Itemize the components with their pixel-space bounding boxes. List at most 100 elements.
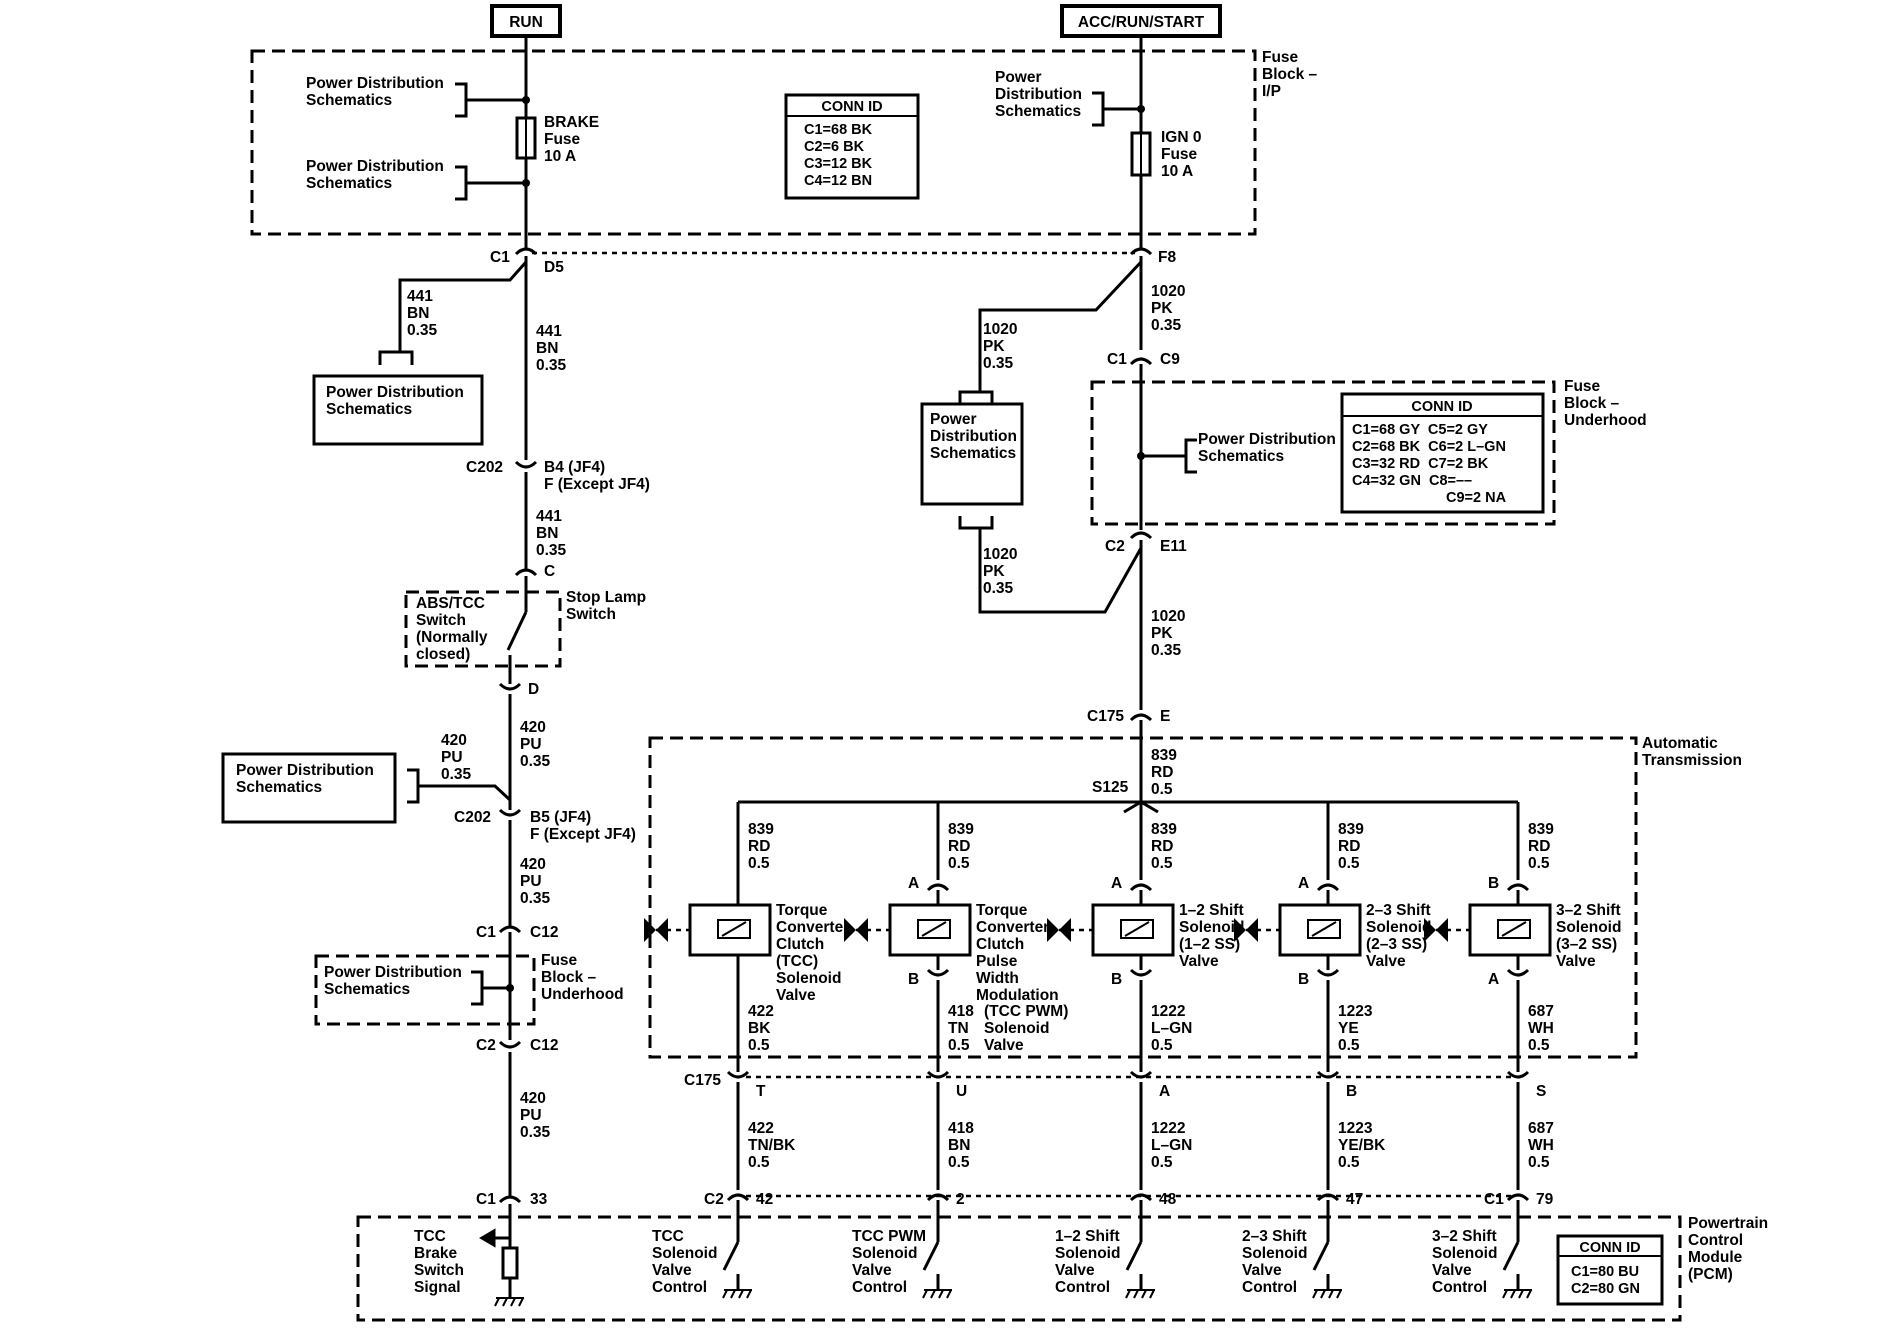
svg-text:C1=80 BU: C1=80 BU bbox=[1571, 1264, 1639, 1280]
solenoid-3-pin-top: A bbox=[1111, 875, 1122, 892]
pds-box-left-2-label: Power Distribution Schematics bbox=[236, 762, 374, 796]
pin-c: C bbox=[544, 563, 555, 580]
svg-text:Valve: Valve bbox=[1179, 953, 1219, 970]
svg-text:1–2 Shift: 1–2 Shift bbox=[1055, 1228, 1120, 1245]
svg-text:2–3 Shift: 2–3 Shift bbox=[1366, 902, 1431, 919]
e11-pin: E11 bbox=[1160, 538, 1187, 555]
solenoid-1-valve-icon bbox=[644, 918, 668, 942]
svg-text:Torque: Torque bbox=[776, 902, 828, 919]
solenoid-group: 839RD0.5TorqueConverterClutch(TCC)Soleno… bbox=[644, 802, 1621, 1299]
svg-text:Clutch: Clutch bbox=[976, 936, 1024, 953]
svg-text:Control: Control bbox=[1432, 1279, 1487, 1296]
fuse-block-uh-right-label: Fuse Block – Underhood bbox=[1564, 378, 1647, 429]
solenoid-2: 839RD0.5ATorqueConverterClutchPulseWidth… bbox=[844, 802, 1068, 1299]
svg-text:Power Distribution: Power Distribution bbox=[306, 158, 444, 175]
svg-text:Schematics: Schematics bbox=[306, 92, 392, 109]
svg-text:Distribution: Distribution bbox=[995, 86, 1082, 103]
fuse-block-uh-left-boundary bbox=[314, 954, 536, 1026]
svg-text:Control: Control bbox=[652, 1279, 707, 1296]
svg-text:RD: RD bbox=[948, 838, 970, 855]
svg-text:Switch: Switch bbox=[414, 1262, 464, 1279]
solenoid-4-pin-top: A bbox=[1298, 875, 1309, 892]
pds-inner-label: Power Distribution Schematics bbox=[1198, 431, 1336, 465]
svg-text:WH: WH bbox=[1528, 1020, 1554, 1037]
c175-pin-4: B bbox=[1346, 1083, 1357, 1100]
w441c-label: 441 BN 0.35 bbox=[536, 508, 567, 559]
svg-text:839: 839 bbox=[1151, 747, 1177, 764]
svg-text:Valve: Valve bbox=[776, 987, 816, 1004]
svg-text:418: 418 bbox=[948, 1120, 974, 1137]
fuse-block-uh-conn-id: CONN ID C1=68 GY C5=2 GY C2=68 BK C6=2 L… bbox=[1340, 392, 1545, 514]
svg-text:BN: BN bbox=[407, 305, 429, 322]
b4-pin: B4 (JF4) F (Except JF4) bbox=[544, 459, 650, 493]
svg-text:10 A: 10 A bbox=[1161, 163, 1193, 180]
svg-text:Valve: Valve bbox=[984, 1037, 1024, 1054]
svg-text:Solenoid: Solenoid bbox=[1242, 1245, 1307, 1262]
svg-text:839: 839 bbox=[948, 821, 974, 838]
svg-text:Power Distribution: Power Distribution bbox=[326, 384, 464, 401]
svg-text:3–2 Shift: 3–2 Shift bbox=[1432, 1228, 1497, 1245]
svg-text:2–3 Shift: 2–3 Shift bbox=[1242, 1228, 1307, 1245]
svg-text:Block –: Block – bbox=[1262, 66, 1318, 83]
c1-pcm-label: C1 bbox=[1484, 1191, 1504, 1208]
c1b-label: C1 bbox=[476, 924, 496, 941]
svg-text:Control: Control bbox=[1055, 1279, 1110, 1296]
svg-text:L–GN: L–GN bbox=[1151, 1137, 1192, 1154]
svg-text:0.35: 0.35 bbox=[536, 542, 567, 559]
pds-box-left-2 bbox=[221, 752, 397, 824]
svg-text:Schematics: Schematics bbox=[995, 103, 1081, 120]
svg-text:0.35: 0.35 bbox=[536, 357, 567, 374]
fuse-block-uh-right-boundary bbox=[1090, 380, 1556, 526]
svg-text:420: 420 bbox=[520, 719, 546, 736]
pds-dash-label: Power Distribution Schematics bbox=[324, 964, 462, 998]
svg-text:687: 687 bbox=[1528, 1003, 1554, 1020]
svg-text:0.35: 0.35 bbox=[520, 1124, 551, 1141]
svg-text:BRAKE: BRAKE bbox=[544, 114, 599, 131]
w420b-label: 420 PU 0.35 bbox=[441, 732, 472, 783]
c175-pin-2: U bbox=[956, 1083, 967, 1100]
svg-text:0.35: 0.35 bbox=[407, 322, 438, 339]
svg-text:PK: PK bbox=[1151, 300, 1173, 317]
c1-right-label: C1 bbox=[1107, 351, 1127, 368]
svg-text:0.5: 0.5 bbox=[1338, 1154, 1360, 1171]
svg-text:BN: BN bbox=[536, 525, 558, 542]
svg-text:441: 441 bbox=[407, 288, 433, 305]
pcm-pin-5: 79 bbox=[1536, 1191, 1554, 1208]
svg-text:0.5: 0.5 bbox=[1151, 781, 1173, 798]
svg-text:0.5: 0.5 bbox=[1528, 1154, 1550, 1171]
pcm-boundary bbox=[356, 1215, 1682, 1322]
svg-text:0.5: 0.5 bbox=[748, 1037, 770, 1054]
c175-pin-3: A bbox=[1159, 1083, 1170, 1100]
solenoid-5-valve-icon bbox=[1424, 918, 1448, 942]
svg-text:Solenoid: Solenoid bbox=[984, 1020, 1049, 1037]
pds-b-label: Power Distribution Schematics bbox=[306, 158, 444, 192]
svg-text:Torque: Torque bbox=[976, 902, 1028, 919]
svg-text:1222: 1222 bbox=[1151, 1120, 1185, 1137]
pcm-pin-1: 42 bbox=[756, 1191, 773, 1208]
svg-text:F (Except JF4): F (Except JF4) bbox=[544, 476, 650, 493]
pin-e: E bbox=[1160, 708, 1170, 725]
svg-text:PK: PK bbox=[983, 563, 1005, 580]
pcm-driver-2-switch bbox=[922, 1241, 940, 1271]
svg-text:441: 441 bbox=[536, 323, 562, 340]
svg-text:Solenoid: Solenoid bbox=[1556, 919, 1621, 936]
svg-text:YE/BK: YE/BK bbox=[1338, 1137, 1386, 1154]
w420a-label: 420 PU 0.35 bbox=[520, 719, 551, 770]
svg-text:Valve: Valve bbox=[1242, 1262, 1282, 1279]
svg-text:(3–2 SS): (3–2 SS) bbox=[1556, 936, 1617, 953]
svg-text:Control: Control bbox=[1242, 1279, 1297, 1296]
solenoid-3-valve-icon bbox=[1047, 918, 1071, 942]
automatic-transmission-label: Automatic Transmission bbox=[1642, 735, 1742, 769]
svg-text:839: 839 bbox=[1338, 821, 1364, 838]
svg-text:Solenoid: Solenoid bbox=[1055, 1245, 1120, 1262]
svg-text:RD: RD bbox=[1338, 838, 1360, 855]
svg-text:Fuse: Fuse bbox=[1262, 49, 1299, 66]
